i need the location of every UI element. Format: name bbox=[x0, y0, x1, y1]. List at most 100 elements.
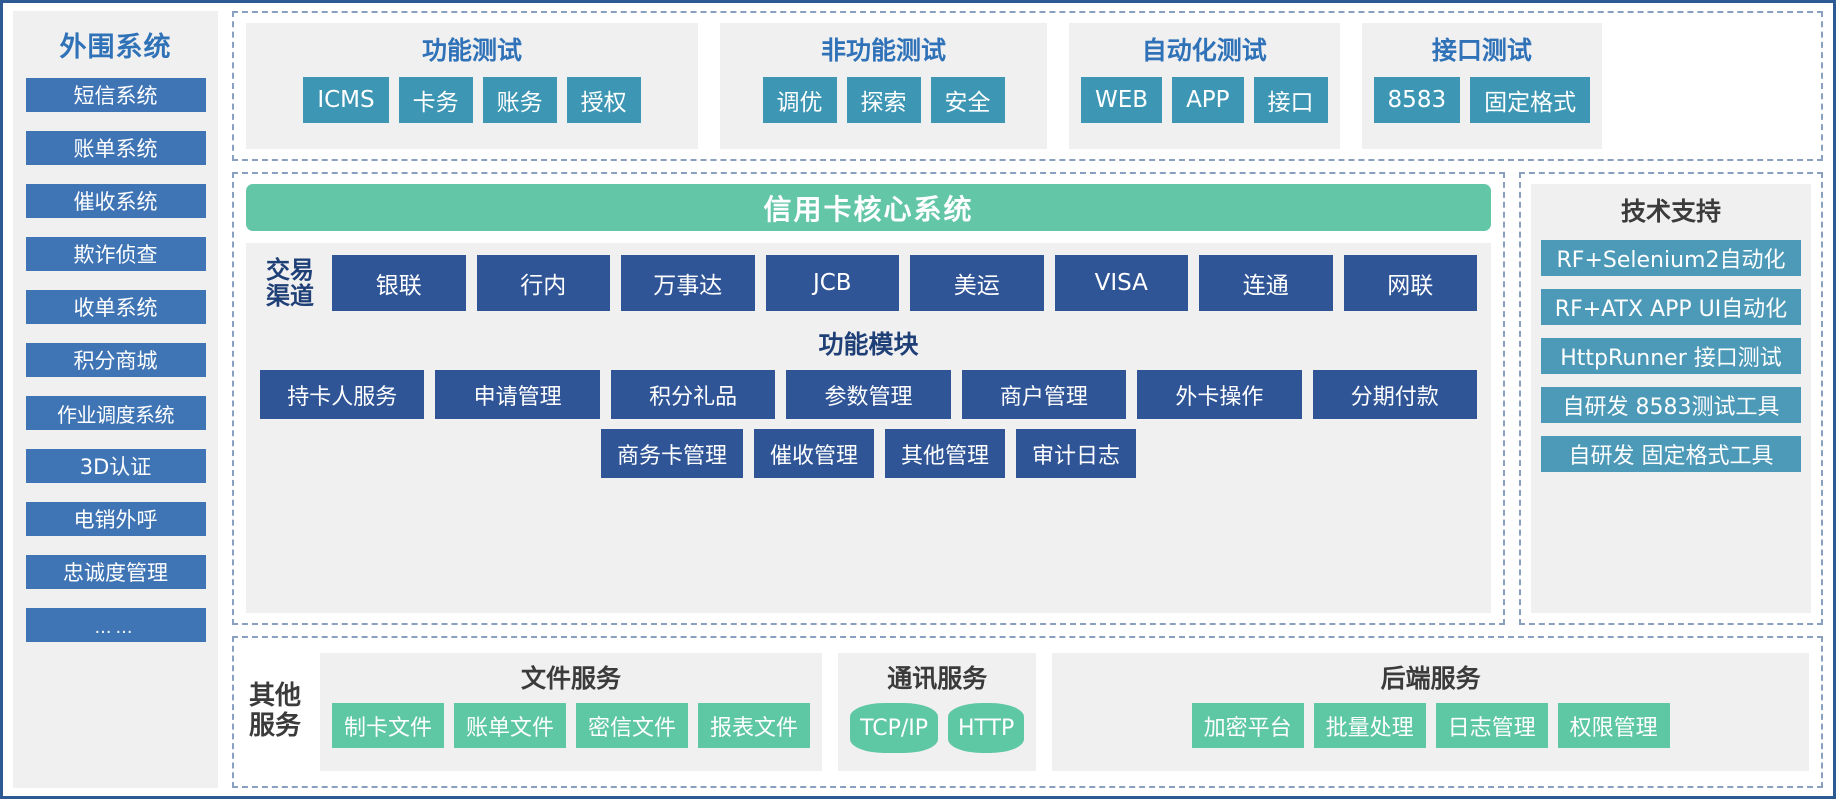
channel-unionpay[interactable]: 银联 bbox=[332, 255, 466, 311]
tech-item-rf-selenium2[interactable]: RF+Selenium2自动化 bbox=[1541, 240, 1801, 276]
test-group-nonfunctional: 非功能测试 调优 探索 安全 bbox=[720, 23, 1047, 149]
chip-8583[interactable]: 8583 bbox=[1373, 77, 1461, 123]
core-system-body: 交易 渠道 银联 行内 万事达 JCB 美运 VISA 连通 网联 bbox=[246, 243, 1491, 613]
chip-icms[interactable]: ICMS bbox=[303, 77, 389, 123]
test-group-automation-items: WEB APP 接口 bbox=[1081, 77, 1328, 123]
test-group-functional: 功能测试 ICMS 卡务 账务 授权 bbox=[246, 23, 698, 149]
chip-permission-management[interactable]: 权限管理 bbox=[1557, 703, 1670, 748]
channel-in-bank[interactable]: 行内 bbox=[476, 255, 610, 311]
channel-nucc[interactable]: 网联 bbox=[1343, 255, 1477, 311]
core-system-section: 信用卡核心系统 交易 渠道 银联 行内 万事达 JCB 美运 bbox=[232, 172, 1505, 625]
transaction-channels-label: 交易 渠道 bbox=[262, 255, 318, 310]
peripheral-systems-panel: 外围系统 短信系统 账单系统 催收系统 欺诈侦查 收单系统 积分商城 作业调度系… bbox=[13, 11, 218, 788]
chip-accounting[interactable]: 账务 bbox=[482, 77, 557, 123]
channel-label-line2: 渠道 bbox=[266, 282, 314, 310]
chip-security[interactable]: 安全 bbox=[930, 77, 1005, 123]
other-services-section: 其他 服务 文件服务 制卡文件 账单文件 密信文件 报表文件 通讯服务 TCP/… bbox=[232, 636, 1823, 788]
module-foreign-card-ops[interactable]: 外卡操作 bbox=[1137, 370, 1302, 419]
service-group-communication: 通讯服务 TCP/IP HTTP bbox=[838, 653, 1037, 771]
tech-item-self-developed-8583[interactable]: 自研发 8583测试工具 bbox=[1541, 387, 1801, 423]
main-column: 功能测试 ICMS 卡务 账务 授权 非功能测试 调优 探索 安全 自动化测试 bbox=[232, 11, 1823, 788]
sidebar-item-acquiring[interactable]: 收单系统 bbox=[25, 290, 206, 324]
function-modules-row-1: 持卡人服务 申请管理 积分礼品 参数管理 商户管理 外卡操作 分期付款 bbox=[260, 370, 1477, 419]
chip-app[interactable]: APP bbox=[1172, 77, 1244, 123]
module-collection-management[interactable]: 催收管理 bbox=[753, 429, 874, 478]
channel-amex[interactable]: 美运 bbox=[910, 255, 1044, 311]
sidebar-item-telemarketing[interactable]: 电销外呼 bbox=[25, 502, 206, 536]
sidebar-item-fraud[interactable]: 欺诈侦查 bbox=[25, 237, 206, 271]
tech-support-section: 技术支持 RF+Selenium2自动化 RF+ATX APP UI自动化 Ht… bbox=[1519, 172, 1823, 625]
sidebar-item-more[interactable]: …… bbox=[25, 608, 206, 642]
sidebar-item-loyalty[interactable]: 忠诚度管理 bbox=[25, 555, 206, 589]
transaction-channels-list: 银联 行内 万事达 JCB 美运 VISA 连通 网联 bbox=[332, 255, 1477, 311]
channel-jcb[interactable]: JCB bbox=[765, 255, 899, 311]
service-group-file-items: 制卡文件 账单文件 密信文件 报表文件 bbox=[332, 703, 811, 748]
sidebar-item-points-mall[interactable]: 积分商城 bbox=[25, 343, 206, 377]
channel-label-line1: 交易 bbox=[266, 255, 314, 284]
chip-report-file[interactable]: 报表文件 bbox=[698, 703, 811, 748]
test-group-functional-title: 功能测试 bbox=[421, 36, 522, 65]
sidebar-item-3d-auth[interactable]: 3D认证 bbox=[25, 449, 206, 483]
service-group-file: 文件服务 制卡文件 账单文件 密信文件 报表文件 bbox=[320, 653, 823, 771]
chip-http[interactable]: HTTP bbox=[948, 703, 1025, 753]
chip-card-production-file[interactable]: 制卡文件 bbox=[332, 703, 445, 748]
channel-visa[interactable]: VISA bbox=[1054, 255, 1188, 311]
tech-support-title: 技术支持 bbox=[1620, 197, 1721, 226]
tech-item-rf-atx-app-ui[interactable]: RF+ATX APP UI自动化 bbox=[1541, 289, 1801, 325]
function-modules-title: 功能模块 bbox=[818, 330, 919, 359]
function-modules-block: 功能模块 持卡人服务 申请管理 积分礼品 参数管理 商户管理 外卡操作 分期付款… bbox=[246, 323, 1491, 500]
module-points-gifts[interactable]: 积分礼品 bbox=[610, 370, 776, 419]
test-group-api-items: 8583 固定格式 bbox=[1373, 77, 1591, 123]
chip-log-management[interactable]: 日志管理 bbox=[1435, 703, 1548, 748]
chip-interface[interactable]: 接口 bbox=[1253, 77, 1328, 123]
chip-fixed-format[interactable]: 固定格式 bbox=[1470, 77, 1591, 123]
module-application-management[interactable]: 申请管理 bbox=[435, 370, 600, 419]
chip-web[interactable]: WEB bbox=[1081, 77, 1163, 123]
test-group-automation: 自动化测试 WEB APP 接口 bbox=[1069, 23, 1340, 149]
tech-support-panel: 技术支持 RF+Selenium2自动化 RF+ATX APP UI自动化 Ht… bbox=[1531, 184, 1811, 613]
module-cardholder-service[interactable]: 持卡人服务 bbox=[260, 370, 425, 419]
chip-card-service[interactable]: 卡务 bbox=[398, 77, 473, 123]
tech-item-self-developed-fixed-format[interactable]: 自研发 固定格式工具 bbox=[1541, 436, 1801, 472]
module-other-management[interactable]: 其他管理 bbox=[885, 429, 1006, 478]
core-system-banner: 信用卡核心系统 bbox=[246, 184, 1491, 231]
channel-mastercard[interactable]: 万事达 bbox=[621, 255, 755, 311]
module-parameter-management[interactable]: 参数管理 bbox=[786, 370, 951, 419]
service-group-communication-items: TCP/IP HTTP bbox=[850, 703, 1025, 753]
module-business-card-management[interactable]: 商务卡管理 bbox=[600, 429, 743, 478]
test-group-automation-title: 自动化测试 bbox=[1141, 36, 1267, 65]
peripheral-systems-title: 外围系统 bbox=[59, 32, 172, 63]
test-group-api-title: 接口测试 bbox=[1431, 36, 1532, 65]
chip-statement-file[interactable]: 账单文件 bbox=[454, 703, 567, 748]
test-group-nonfunctional-title: 非功能测试 bbox=[820, 36, 946, 65]
sidebar-item-billing[interactable]: 账单系统 bbox=[25, 131, 206, 165]
other-services-label-line2: 服务 bbox=[248, 711, 301, 741]
other-services-label-line1: 其他 bbox=[248, 681, 301, 712]
chip-exploratory[interactable]: 探索 bbox=[846, 77, 921, 123]
service-group-backend-title: 后端服务 bbox=[1380, 664, 1481, 693]
service-group-backend: 后端服务 加密平台 批量处理 日志管理 权限管理 bbox=[1052, 653, 1809, 771]
chip-encryption-platform[interactable]: 加密平台 bbox=[1191, 703, 1304, 748]
transaction-channels-row: 交易 渠道 银联 行内 万事达 JCB 美运 VISA 连通 网联 bbox=[246, 243, 1491, 323]
service-group-file-title: 文件服务 bbox=[521, 664, 622, 693]
chip-batch-processing[interactable]: 批量处理 bbox=[1313, 703, 1426, 748]
module-merchant-management[interactable]: 商户管理 bbox=[961, 370, 1127, 419]
sidebar-item-collection[interactable]: 催收系统 bbox=[25, 184, 206, 218]
chip-secure-letter-file[interactable]: 密信文件 bbox=[576, 703, 689, 748]
other-services-label: 其他 服务 bbox=[246, 681, 304, 742]
tech-item-httprunner[interactable]: HttpRunner 接口测试 bbox=[1541, 338, 1801, 374]
sidebar-item-job-scheduler[interactable]: 作业调度系统 bbox=[25, 396, 206, 430]
chip-tuning[interactable]: 调优 bbox=[762, 77, 837, 123]
module-installment-payment[interactable]: 分期付款 bbox=[1312, 370, 1477, 419]
function-modules-row-2: 商务卡管理 催收管理 其他管理 审计日志 bbox=[600, 429, 1137, 478]
test-group-api: 接口测试 8583 固定格式 bbox=[1361, 23, 1603, 149]
core-row: 信用卡核心系统 交易 渠道 银联 行内 万事达 JCB 美运 bbox=[232, 172, 1823, 625]
chip-authorization[interactable]: 授权 bbox=[566, 77, 641, 123]
chip-tcp-ip[interactable]: TCP/IP bbox=[850, 703, 939, 753]
sidebar-item-sms[interactable]: 短信系统 bbox=[25, 78, 206, 112]
test-group-functional-items: ICMS 卡务 账务 授权 bbox=[303, 77, 641, 123]
channel-liantong[interactable]: 连通 bbox=[1199, 255, 1333, 311]
module-audit-log[interactable]: 审计日志 bbox=[1016, 429, 1137, 478]
service-group-communication-title: 通讯服务 bbox=[887, 664, 988, 693]
